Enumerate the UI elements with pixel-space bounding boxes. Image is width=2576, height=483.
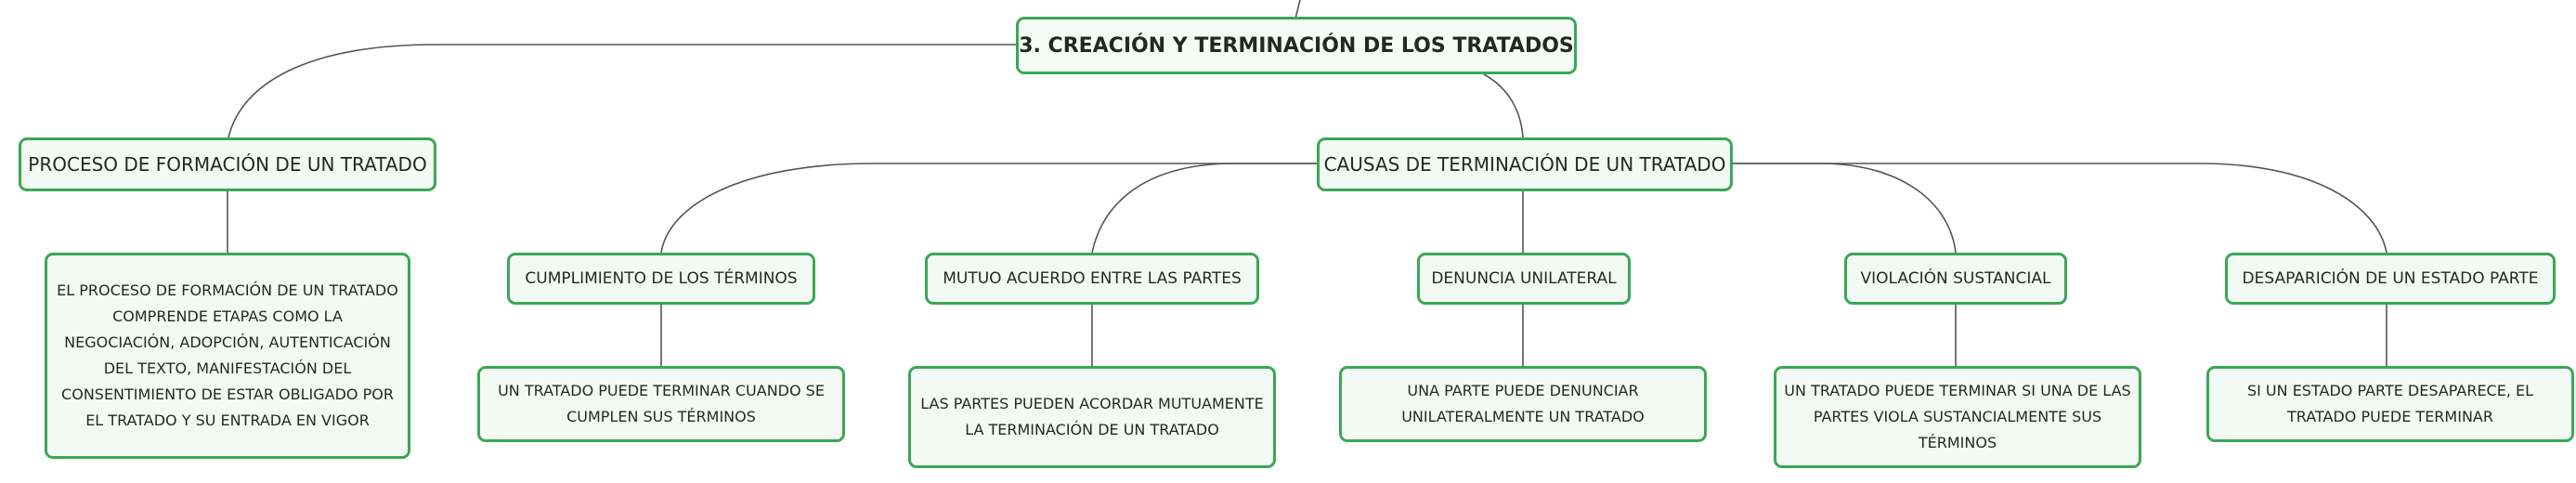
process-label: PROCESO DE FORMACIÓN DE UN TRATADO: [28, 153, 427, 176]
connector-causes-item-2: [1091, 163, 1317, 254]
connector-causes-item-4: [1733, 163, 1957, 254]
cause-node-1[interactable]: CUMPLIMIENTO DE LOS TÉRMINOS: [507, 253, 815, 305]
connector-causes-item-5: [1733, 163, 2387, 254]
process-detail-text: EL PROCESO DE FORMACIÓN DE UN TRATADO CO…: [57, 281, 398, 429]
connector-root-causes: [1483, 73, 1524, 138]
cause-detail-node-3[interactable]: UNA PARTE PUEDE DENUNCIAR UNILATERALMENT…: [1339, 366, 1707, 442]
process-node[interactable]: PROCESO DE FORMACIÓN DE UN TRATADO: [19, 137, 436, 191]
cause-label-3: DENUNCIA UNILATERAL: [1431, 269, 1617, 288]
root-node[interactable]: 3. CREACIÓN Y TERMINACIÓN DE LOS TRATADO…: [1016, 17, 1577, 74]
cause-detail-text-5: SI UN ESTADO PARTE DESAPARECE, EL TRATAD…: [2246, 382, 2534, 425]
connector-root-process: [228, 44, 1016, 138]
cause-node-3[interactable]: DENUNCIA UNILATERAL: [1417, 253, 1631, 305]
cause-node-5[interactable]: DESAPARICIÓN DE UN ESTADO PARTE: [2225, 253, 2556, 305]
cause-detail-text-2: LAS PARTES PUEDEN ACORDAR MUTUAMENTE LA …: [920, 395, 1264, 438]
cause-label-1: CUMPLIMIENTO DE LOS TÉRMINOS: [525, 269, 798, 288]
cause-detail-text-1: UN TRATADO PUEDE TERMINAR CUANDO SE CUMP…: [498, 382, 825, 425]
cause-detail-text-3: UNA PARTE PUEDE DENUNCIAR UNILATERALMENT…: [1401, 382, 1645, 425]
cause-detail-node-1[interactable]: UN TRATADO PUEDE TERMINAR CUANDO SE CUMP…: [477, 366, 845, 442]
causes-node[interactable]: CAUSAS DE TERMINACIÓN DE UN TRATADO: [1317, 137, 1733, 191]
cause-detail-node-2[interactable]: LAS PARTES PUEDEN ACORDAR MUTUAMENTE LA …: [908, 366, 1276, 468]
process-detail-node[interactable]: EL PROCESO DE FORMACIÓN DE UN TRATADO CO…: [45, 253, 410, 459]
root-label: 3. CREACIÓN Y TERMINACIÓN DE LOS TRATADO…: [1019, 33, 1574, 58]
cause-label-2: MUTUO ACUERDO ENTRE LAS PARTES: [943, 269, 1242, 288]
cause-detail-node-4[interactable]: UN TRATADO PUEDE TERMINAR SI UNA DE LAS …: [1774, 366, 2141, 468]
cause-label-5: DESAPARICIÓN DE UN ESTADO PARTE: [2242, 269, 2539, 288]
causes-label: CAUSAS DE TERMINACIÓN DE UN TRATADO: [1323, 153, 1726, 176]
cause-detail-node-5[interactable]: SI UN ESTADO PARTE DESAPARECE, EL TRATAD…: [2206, 366, 2574, 442]
connector-parent-root: [1295, 0, 1301, 20]
connector-causes-item-1: [660, 163, 1317, 254]
cause-detail-text-4: UN TRATADO PUEDE TERMINAR SI UNA DE LAS …: [1784, 382, 2131, 451]
cause-node-4[interactable]: VIOLACIÓN SUSTANCIAL: [1844, 253, 2067, 305]
cause-label-4: VIOLACIÓN SUSTANCIAL: [1860, 269, 2051, 288]
cause-node-2[interactable]: MUTUO ACUERDO ENTRE LAS PARTES: [925, 253, 1259, 305]
